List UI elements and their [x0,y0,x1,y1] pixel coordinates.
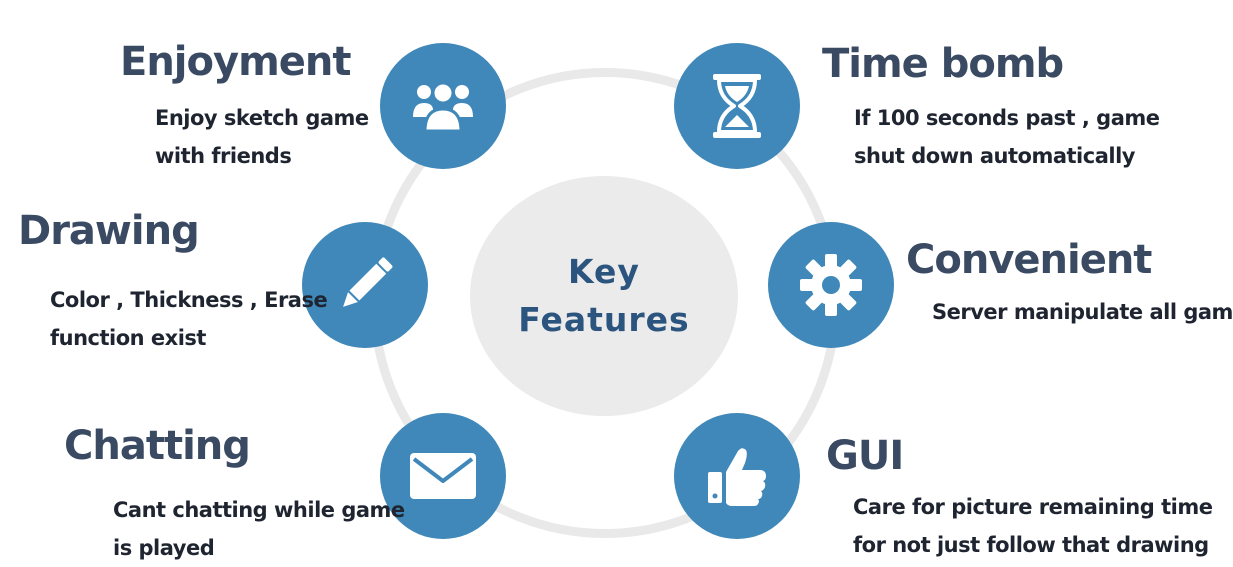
convenient-title: Convenient [906,237,1152,283]
center-circle: Key Features [470,176,738,416]
convenient-desc-line-1: Server manipulate all games [932,300,1233,324]
chatting-title: Chatting [64,423,251,469]
enjoyment-desc-line-2: with friends [155,144,292,168]
enjoyment-node [380,43,506,169]
gear-icon [800,254,862,316]
drawing-desc-line-2: function exist [50,326,206,350]
convenient-node [768,222,894,348]
users-group-icon [413,81,473,133]
drawing-node [302,222,428,348]
time-bomb-desc-line-2: shut down automatically [854,144,1135,168]
drawing-title: Drawing [18,208,200,254]
time-bomb-desc-line-1: If 100 seconds past , game [854,106,1160,130]
drawing-desc-line-1: Color , Thickness , Erase [50,288,328,312]
chatting-node [380,413,506,539]
time-bomb-node [674,43,800,169]
chatting-desc-line-2: is played [113,536,215,560]
hourglass-icon [713,74,761,138]
chatting-desc-line-1: Cant chatting while game [113,498,405,522]
thumbs-up-icon [708,448,766,506]
gui-node [674,413,800,539]
center-title-line-1: Key [568,252,640,291]
gui-title: GUI [826,433,904,479]
enjoyment-desc-line-1: Enjoy sketch game [155,106,369,130]
gui-desc-line-1: Care for picture remaining time [853,495,1213,519]
enjoyment-title: Enjoyment [120,39,351,85]
pencil-icon [343,257,393,307]
envelope-icon [410,453,476,499]
gui-desc-line-2: for not just follow that drawing [853,533,1209,557]
center-title-line-2: Features [518,300,690,339]
time-bomb-title: Time bomb [822,41,1064,87]
